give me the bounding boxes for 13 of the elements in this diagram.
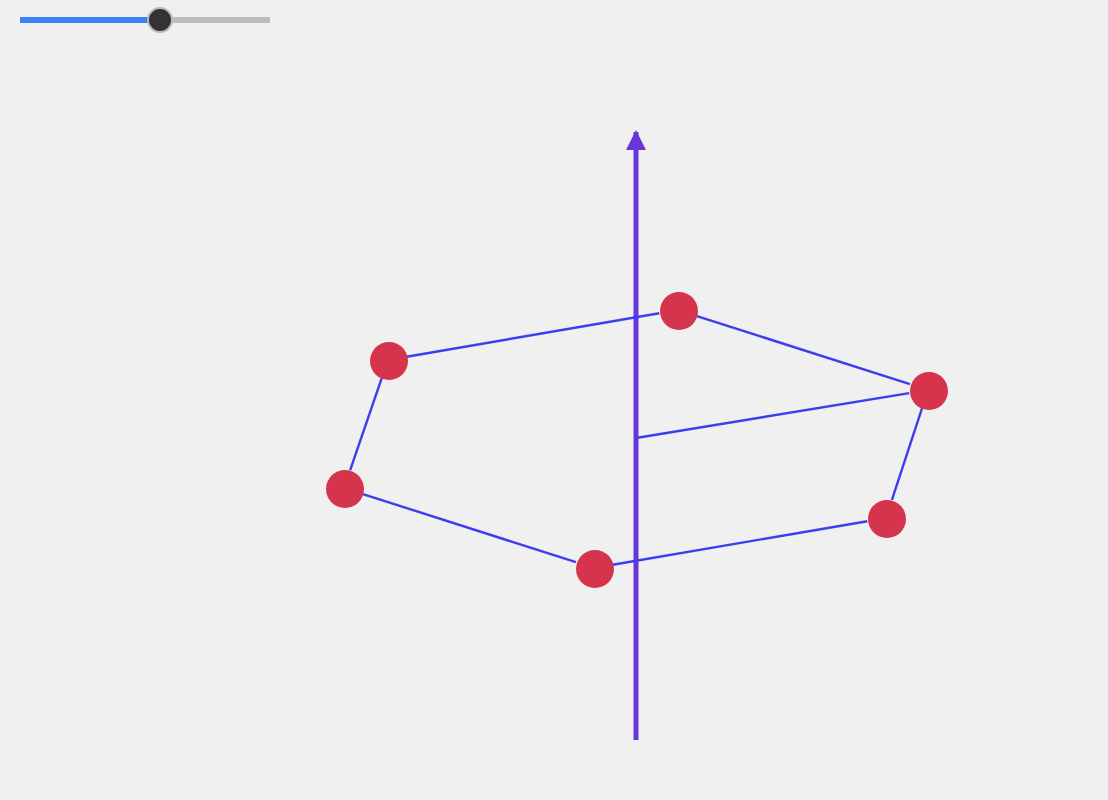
connector-line bbox=[612, 520, 868, 566]
vertex-dot bbox=[659, 291, 697, 329]
connector-line bbox=[361, 492, 577, 564]
connector-line bbox=[635, 391, 910, 440]
connector-line bbox=[695, 314, 911, 386]
vertex-dot bbox=[325, 469, 363, 507]
connector-line bbox=[890, 407, 924, 501]
vertex-dot bbox=[575, 549, 613, 587]
vertex-dot bbox=[369, 341, 407, 379]
vertex-dot bbox=[909, 371, 947, 409]
connector-line bbox=[349, 377, 383, 471]
connector-line bbox=[406, 312, 660, 358]
vertex-dot bbox=[867, 499, 905, 537]
